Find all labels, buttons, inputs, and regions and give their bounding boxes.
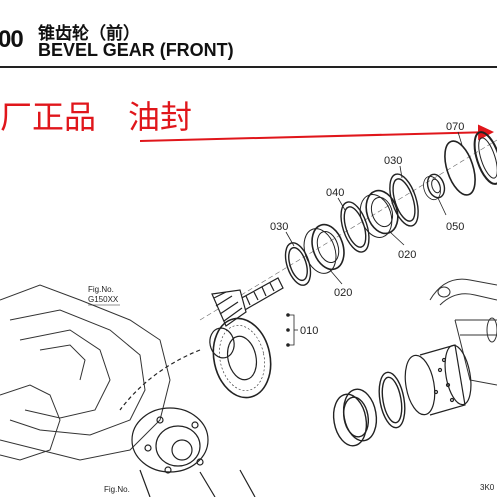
- right-housing: [429, 278, 497, 386]
- collar-030-top: [389, 173, 419, 227]
- callout-030-left: 030: [270, 221, 288, 233]
- callout-030-top: 030: [384, 155, 402, 167]
- callout-040: 040: [326, 187, 344, 199]
- ring-gear: [209, 317, 272, 399]
- snap-ring: [444, 140, 476, 196]
- red-notice: 厂正品油封: [0, 92, 192, 138]
- axle-housing: [0, 284, 171, 461]
- oil-seal-070: [473, 131, 497, 185]
- spacer-040: [340, 201, 370, 253]
- callout-070: 070: [446, 121, 464, 133]
- bushing-sleeve: [404, 344, 472, 416]
- lower-seal-rings: [332, 371, 406, 447]
- bearing-020-left: [303, 223, 345, 274]
- bevel-pinion-shaft: [211, 277, 284, 327]
- front-hub: [131, 407, 256, 497]
- title-english: BEVEL GEAR (FRONT): [38, 40, 234, 60]
- fig-no-label-bottom: Fig.No.: [104, 485, 130, 494]
- leader-dots: [286, 313, 290, 347]
- leader-lines: [285, 131, 463, 346]
- fig-no-label: Fig.No.: [88, 285, 114, 294]
- notice-text-right: 油封: [128, 98, 193, 136]
- collar-030-left: [284, 242, 312, 286]
- callout-020-left: 020: [334, 287, 352, 299]
- guide-curve: [119, 349, 201, 411]
- callout-010: 010: [300, 325, 318, 337]
- header-divider: [0, 66, 497, 68]
- section-number: 00: [0, 26, 24, 53]
- callout-020-right: 020: [398, 249, 416, 261]
- callout-050: 050: [446, 221, 464, 233]
- nut-050: [423, 173, 446, 201]
- red-pointer-arrow: [139, 124, 494, 142]
- title-chinese: 锥齿轮（前）: [38, 24, 140, 44]
- corner-code: 3K0: [480, 483, 495, 492]
- fig-no-code: G150XX: [88, 295, 119, 304]
- notice-text-left: 厂正品: [0, 98, 97, 136]
